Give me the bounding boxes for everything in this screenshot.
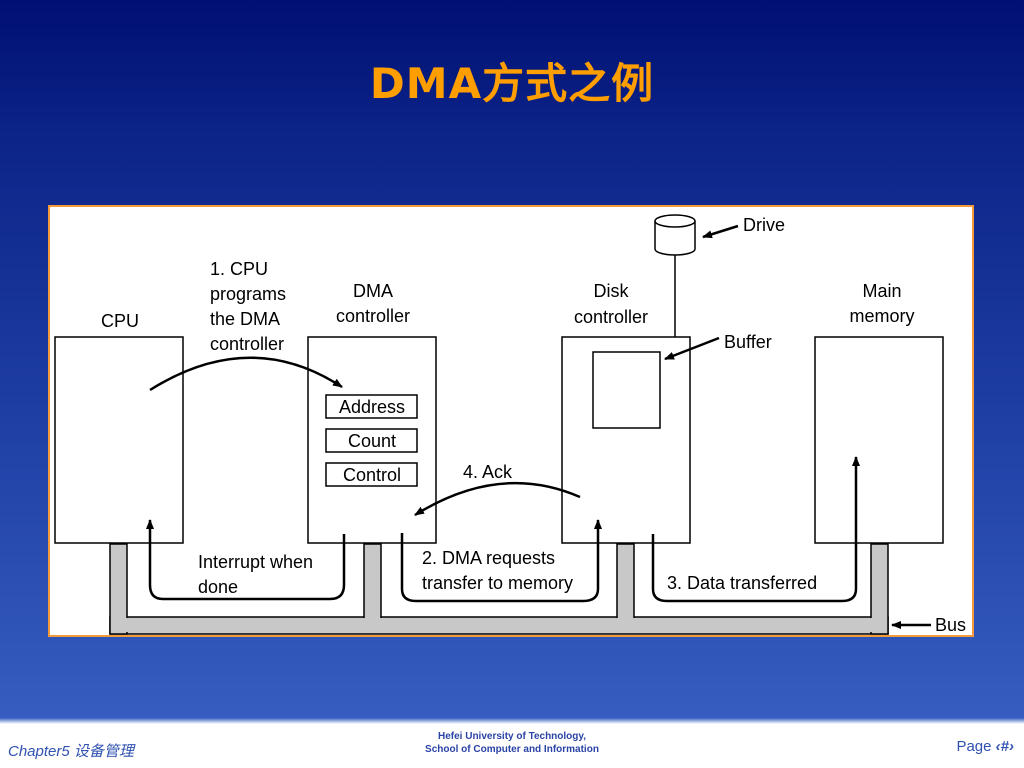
school-name: School of Computer and Information [425, 744, 599, 755]
disk-controller-box [561, 336, 691, 544]
memory-label-line2: memory [849, 306, 914, 326]
step3-arrow [651, 456, 860, 603]
drive-pointer [702, 224, 739, 239]
chapter-label: Chapter5 设备管理 [8, 743, 134, 760]
footer-divider [0, 718, 1024, 724]
step2-line2: transfer to memory [422, 573, 573, 593]
institution: Hefei University of Technology, School o… [362, 730, 662, 756]
dma-label-line2: controller [336, 306, 410, 326]
bus [109, 543, 889, 635]
step2-line1: 2. DMA requests [422, 548, 555, 568]
step1-line3: the DMA [210, 309, 280, 329]
step4-arrow [414, 481, 581, 517]
step2-arrow [400, 519, 602, 603]
main-memory-box [814, 336, 944, 544]
address-register [325, 394, 418, 419]
interrupt-line1: Interrupt when [198, 552, 313, 572]
step4-label: 4. Ack [463, 462, 513, 482]
footer: Chapter5 设备管理 Hefei University of Techno… [0, 718, 1024, 768]
disk-label-line1: Disk [594, 281, 630, 301]
page-label: Page [956, 738, 992, 755]
buffer-box [592, 351, 661, 429]
page-number: ‹#› [995, 738, 1014, 755]
memory-label-line1: Main [862, 281, 901, 301]
step1-line1: 1. CPU [210, 259, 268, 279]
slide-title: DMA方式之例 [369, 59, 655, 108]
drive-icon [654, 214, 696, 337]
step1-line4: controller [210, 334, 284, 354]
university-name: Hefei University of Technology, [438, 731, 586, 742]
address-label: Address [339, 397, 405, 417]
count-label: Count [348, 431, 396, 451]
dma-label-line1: DMA [353, 281, 393, 301]
step1-line2: programs [210, 284, 286, 304]
step3-label: 3. Data transferred [667, 573, 817, 593]
bus-label: Bus [935, 615, 966, 635]
cpu-box [54, 336, 184, 544]
page-indicator: Page ‹#› [956, 738, 1014, 755]
interrupt-line2: done [198, 577, 238, 597]
buffer-pointer [664, 336, 720, 361]
buffer-label: Buffer [724, 332, 772, 352]
count-register [325, 428, 418, 453]
disk-label-line2: controller [574, 307, 648, 327]
interrupt-arrow [146, 519, 346, 601]
control-label: Control [343, 465, 401, 485]
step1-arrow [149, 356, 343, 392]
cpu-label: CPU [101, 311, 139, 331]
dma-diagram: CPU DMA controller Disk controller Main … [48, 205, 974, 637]
drive-label: Drive [743, 215, 785, 235]
control-register [325, 462, 418, 487]
